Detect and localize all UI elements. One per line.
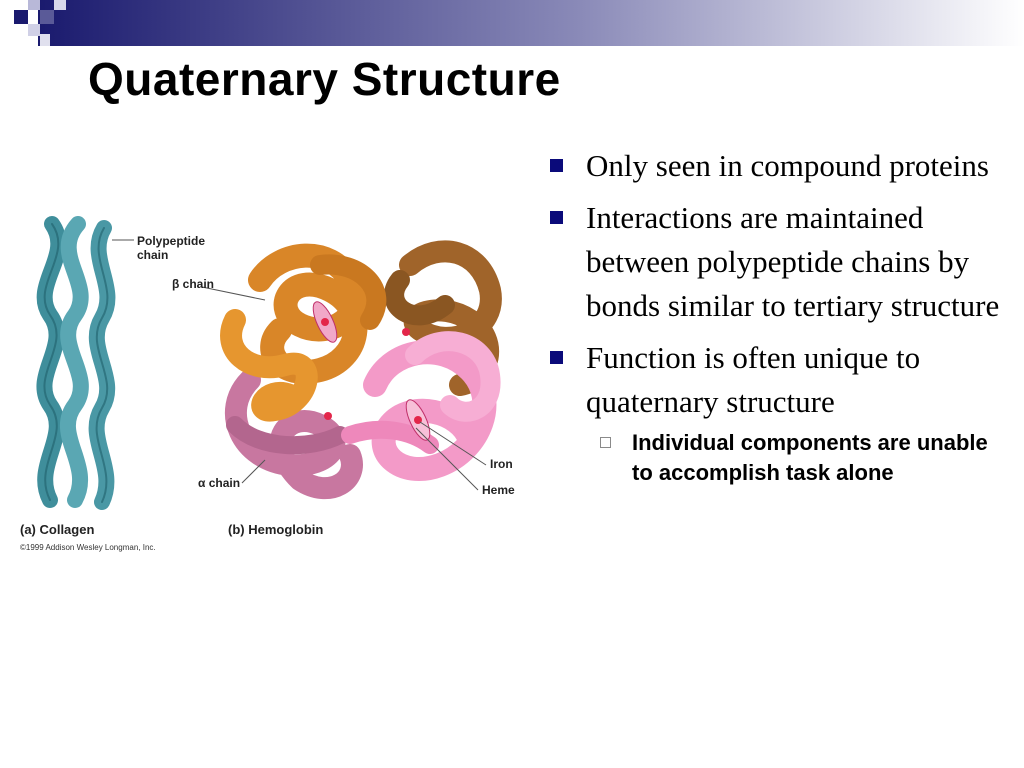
bullet-item: Function is often unique to quaternary s… xyxy=(548,336,1008,488)
polypeptide-label-line2: chain xyxy=(137,248,168,262)
alpha-chain-label: α chain xyxy=(198,476,240,490)
square-bullet-icon xyxy=(550,351,563,364)
bullet-list: Only seen in compound proteins Interacti… xyxy=(548,144,1008,496)
slide-title: Quaternary Structure xyxy=(88,53,561,105)
sub-bullet-item: Individual components are unable to acco… xyxy=(586,428,1008,488)
polypeptide-label-line1: Polypeptide xyxy=(137,234,205,248)
decor-square xyxy=(40,10,54,24)
collagen-triple-helix xyxy=(36,216,116,510)
decor-square xyxy=(40,34,50,46)
copyright-text: ©1999 Addison Wesley Longman, Inc. xyxy=(20,543,156,552)
heme-groups xyxy=(312,301,431,441)
iron-pointer xyxy=(419,421,487,466)
bullet-text: Only seen in compound proteins xyxy=(586,148,989,183)
sub-bullet-list: Individual components are unable to acco… xyxy=(586,428,1008,488)
sub-bullet-text: Individual components are unable to acco… xyxy=(632,430,988,485)
header-decoration xyxy=(0,0,1024,46)
bullet-text: Function is often unique to quaternary s… xyxy=(586,340,921,419)
decor-square xyxy=(28,24,40,36)
iron-label: Iron xyxy=(490,457,513,471)
beta-chain-pointer xyxy=(201,286,266,301)
bullet-item: Interactions are maintained between poly… xyxy=(548,196,1008,328)
decor-square xyxy=(28,0,40,10)
decor-square xyxy=(14,10,28,24)
alpha-chain-pointer xyxy=(241,459,266,484)
bullet-item: Only seen in compound proteins xyxy=(548,144,1008,188)
hollow-square-bullet-icon xyxy=(600,437,611,448)
header-gradient-bar xyxy=(38,0,1024,46)
square-bullet-icon xyxy=(550,159,563,172)
decor-square xyxy=(54,0,66,10)
caption-hemoglobin: (b) Hemoglobin xyxy=(228,522,323,537)
heme-label: Heme xyxy=(482,483,515,497)
square-bullet-icon xyxy=(550,211,563,224)
hemoglobin-structure xyxy=(220,240,502,500)
bullet-text: Interactions are maintained between poly… xyxy=(586,200,1000,323)
caption-collagen: (a) Collagen xyxy=(20,522,94,537)
protein-structure-figure: Polypeptide chain β chain α chain Iron H… xyxy=(20,216,515,552)
beta-chain-label: β chain xyxy=(172,277,214,291)
heme-pointer xyxy=(415,427,479,491)
